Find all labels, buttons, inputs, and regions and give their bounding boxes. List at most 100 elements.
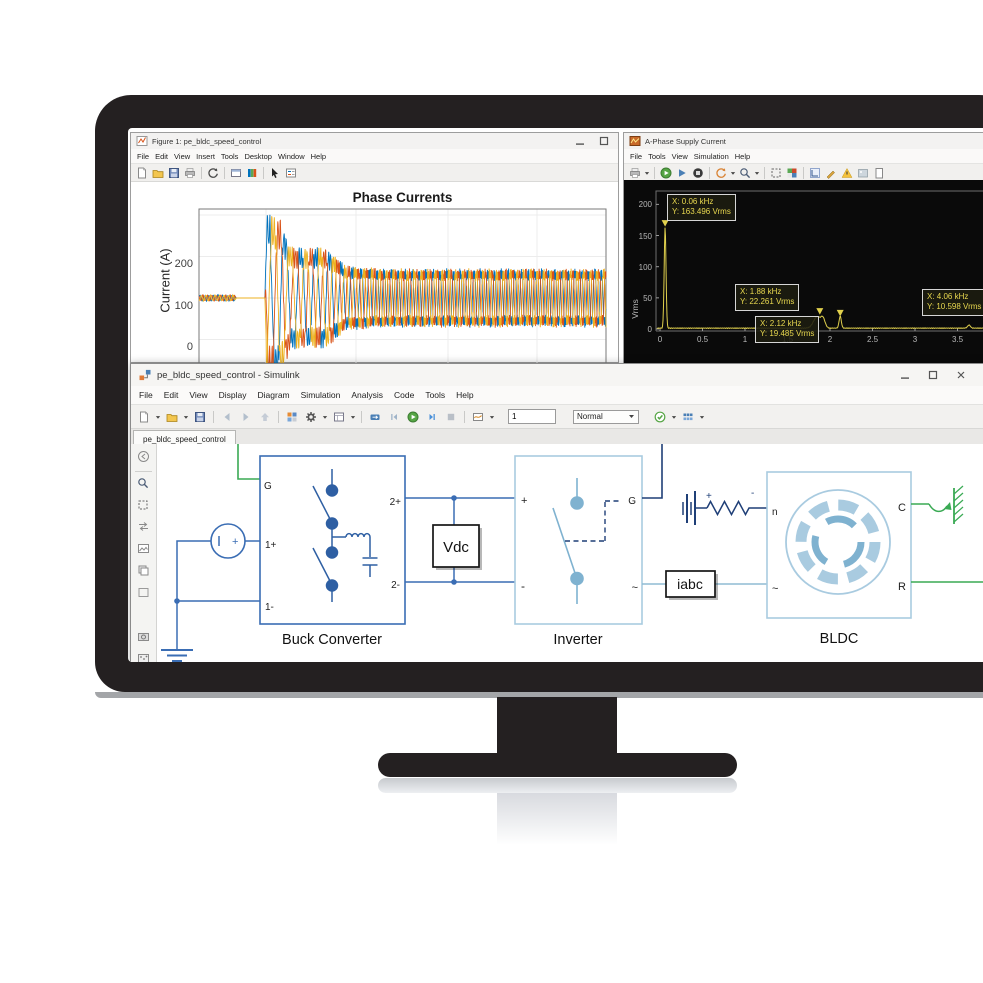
source-wires[interactable] [176, 540, 260, 649]
minimize-button[interactable] [574, 135, 586, 147]
fit-view-icon[interactable] [769, 166, 783, 179]
simulink-titlebar[interactable]: pe_bldc_speed_control - Simulink [131, 364, 983, 386]
dc-source-block[interactable]: + [210, 523, 246, 559]
colormap-icon[interactable] [785, 166, 799, 179]
menu-item-help[interactable]: Help [734, 151, 751, 161]
print-icon[interactable] [628, 166, 642, 179]
inverter-block[interactable]: + - G ~ Inverter [514, 455, 643, 648]
menu-item-analysis[interactable]: Analysis [351, 390, 383, 400]
menu-item-diagram[interactable]: Diagram [257, 390, 290, 400]
chevron-down-icon[interactable] [671, 412, 677, 422]
colorbar-icon[interactable] [245, 166, 259, 179]
datatip-marker[interactable] [836, 309, 844, 317]
menu-item-help[interactable]: Help [310, 151, 327, 161]
simulink-canvas[interactable]: + [157, 444, 983, 662]
menu-item-tools[interactable]: Tools [425, 390, 446, 400]
forward-icon[interactable] [238, 409, 254, 425]
chevron-down-icon[interactable] [699, 412, 705, 422]
new-document-icon[interactable] [136, 409, 152, 425]
datatip-marker[interactable] [661, 220, 669, 227]
chevron-down-icon[interactable] [644, 168, 650, 178]
build-icon[interactable] [680, 409, 696, 425]
menu-item-tools[interactable]: Tools [648, 151, 666, 161]
display-icon[interactable] [470, 409, 486, 425]
chevron-down-icon[interactable] [489, 412, 495, 422]
sim-stop-time-input[interactable] [508, 409, 556, 424]
menu-item-file[interactable]: File [139, 390, 153, 400]
legend-icon[interactable] [284, 166, 298, 179]
phase-currents-plot[interactable] [131, 180, 620, 364]
figure-titlebar[interactable]: Figure 1: pe_bldc_speed_control [131, 133, 618, 149]
stop-gray-icon[interactable] [443, 409, 459, 425]
chevron-down-icon[interactable] [350, 412, 356, 422]
spectrum-titlebar[interactable]: A-Phase Supply Current [624, 133, 983, 149]
open-folder-icon[interactable] [164, 409, 180, 425]
inverter-gate-wire[interactable] [642, 444, 663, 499]
menu-item-view[interactable]: View [189, 390, 208, 400]
menu-item-view[interactable]: View [174, 151, 191, 161]
menu-item-file[interactable]: File [630, 151, 643, 161]
rotate-3d-icon[interactable] [206, 166, 220, 179]
spectrum-plot[interactable] [624, 180, 983, 364]
chevron-down-icon[interactable] [183, 412, 189, 422]
chevron-down-icon[interactable] [754, 168, 760, 178]
menu-item-desktop[interactable]: Desktop [244, 151, 272, 161]
menu-item-view[interactable]: View [671, 151, 688, 161]
palette-fit-view-icon[interactable] [137, 498, 150, 511]
battery-resistor-branch[interactable] [682, 491, 767, 525]
model-tab[interactable]: pe_bldc_speed_control [133, 430, 236, 447]
buck-converter-block[interactable]: G 1+ 1- 2+ 2- Buck Converter [259, 455, 406, 648]
menu-item-help[interactable]: Help [456, 390, 474, 400]
menu-item-file[interactable]: File [137, 151, 150, 161]
iabc-measurement-block[interactable]: iabc [665, 570, 718, 600]
run-icon[interactable] [405, 409, 421, 425]
new-document-icon[interactable] [135, 166, 149, 179]
chevron-down-icon[interactable] [322, 412, 328, 422]
check-icon[interactable] [652, 409, 668, 425]
axes-icon[interactable] [808, 166, 822, 179]
palette-collapse-icon[interactable] [137, 450, 150, 463]
up-icon[interactable] [257, 409, 273, 425]
gear-icon[interactable] [303, 409, 319, 425]
sim-mode-select[interactable]: Normal [573, 409, 639, 424]
menu-item-code[interactable]: Code [393, 390, 415, 400]
dock-icon[interactable] [229, 166, 243, 179]
save-icon[interactable] [192, 409, 208, 425]
undo-icon[interactable] [714, 166, 728, 179]
step-forward-icon[interactable] [424, 409, 440, 425]
chevron-down-icon[interactable] [155, 412, 161, 422]
connect-icon[interactable] [367, 409, 383, 425]
stop-icon[interactable] [691, 166, 705, 179]
save-icon[interactable] [167, 166, 181, 179]
menu-item-simulation[interactable]: Simulation [693, 151, 729, 161]
play-icon[interactable] [675, 166, 689, 179]
palette-picture-icon[interactable] [137, 542, 150, 555]
bldc-motor-block[interactable]: n ~ C R BLDC [766, 471, 912, 647]
step-back-icon[interactable] [386, 409, 402, 425]
menu-item-simulation[interactable]: Simulation [300, 390, 341, 400]
vdc-measurement-block[interactable]: Vdc [432, 524, 482, 570]
menu-item-insert[interactable]: Insert [196, 151, 215, 161]
maximize-button[interactable] [927, 369, 939, 381]
warning-icon[interactable] [840, 166, 854, 179]
menu-item-display[interactable]: Display [218, 390, 247, 400]
palette-camera-icon[interactable] [137, 630, 150, 643]
chevron-down-icon[interactable] [730, 168, 736, 178]
menu-item-edit[interactable]: Edit [163, 390, 179, 400]
menu-item-edit[interactable]: Edit [155, 151, 169, 161]
model-browser-icon[interactable] [331, 409, 347, 425]
print-icon[interactable] [183, 166, 197, 179]
palette-box-icon[interactable] [137, 586, 150, 599]
pencil-icon[interactable] [824, 166, 838, 179]
back-icon[interactable] [219, 409, 235, 425]
palette-capture-icon[interactable] [137, 652, 150, 662]
image-icon[interactable] [856, 166, 870, 179]
library-icon[interactable] [284, 409, 300, 425]
zoom-icon[interactable] [738, 166, 752, 179]
gate-wire-green[interactable] [237, 444, 260, 480]
open-folder-icon[interactable] [151, 166, 165, 179]
